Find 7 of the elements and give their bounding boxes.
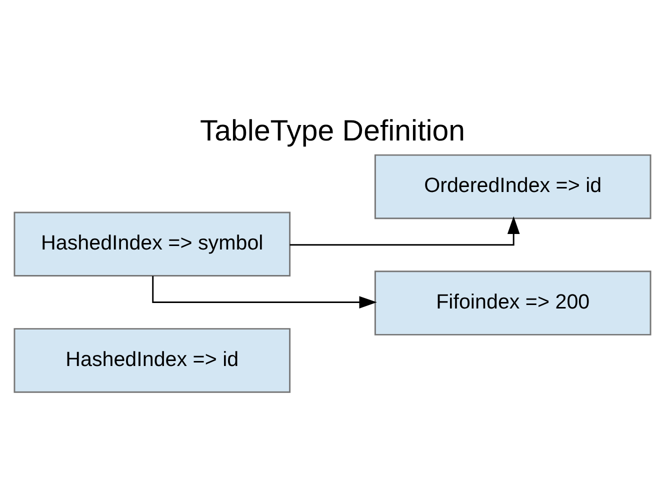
node-box: HashedIndex => symbol: [14, 212, 291, 277]
node-box: HashedIndex => id: [14, 328, 291, 393]
arrow: [152, 276, 377, 308]
node-box: OrderedIndex => id: [374, 154, 652, 220]
node-box: Fifoindex => 200: [374, 270, 652, 336]
diagram-title: TableType Definition: [200, 114, 466, 148]
arrow: [290, 216, 520, 246]
